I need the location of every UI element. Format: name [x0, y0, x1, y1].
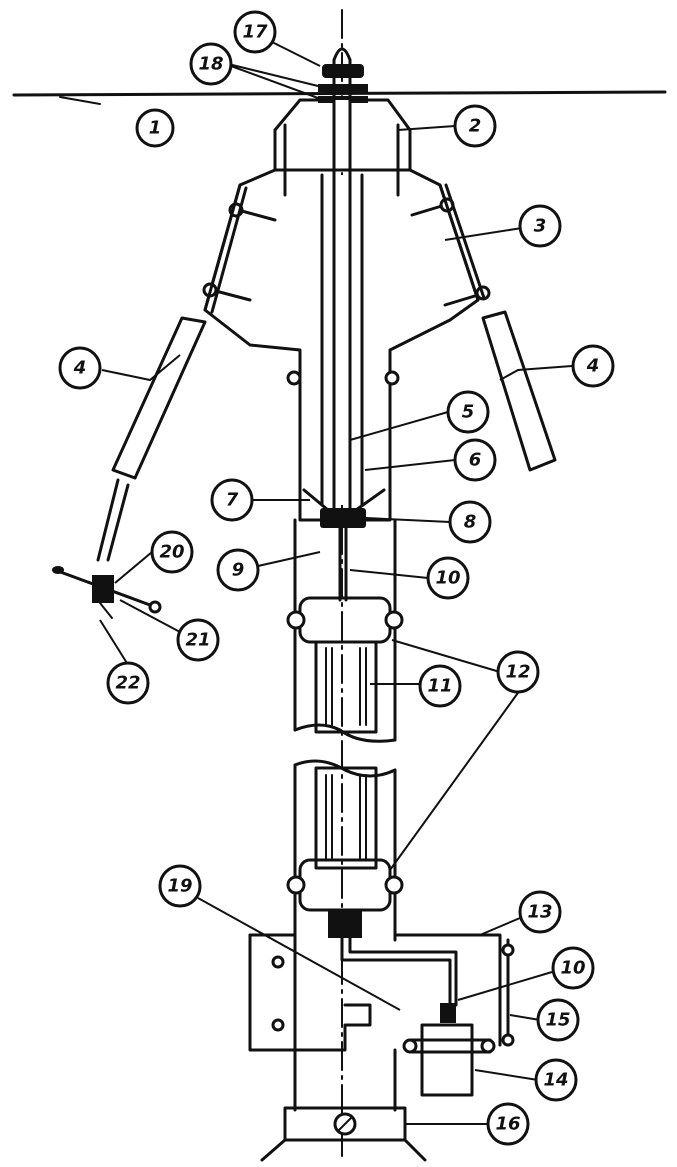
- cable-upper: [314, 640, 378, 734]
- callout-label: 3: [534, 216, 547, 237]
- callout-12: 12: [496, 650, 540, 694]
- callout-6: 6: [453, 438, 497, 482]
- callout-label: 10: [560, 958, 585, 979]
- callout-10-lower: 10: [551, 946, 595, 990]
- coupling-component: [402, 1003, 496, 1097]
- callout-19: 19: [158, 864, 202, 908]
- callout-label: 19: [167, 876, 192, 897]
- callout-label: 2: [469, 116, 482, 137]
- callout-22: 22: [106, 661, 150, 705]
- top-nut: [318, 64, 368, 103]
- callout-8: 8: [448, 500, 492, 544]
- callout-label: 8: [464, 512, 477, 533]
- spacer-lower: [286, 858, 404, 938]
- callout-label: 22: [115, 673, 140, 694]
- callout-label: 20: [159, 542, 184, 563]
- callout-7: 7: [210, 478, 254, 522]
- callout-11: 11: [418, 664, 462, 708]
- callout-2: 2: [453, 104, 497, 148]
- callout-label: 1: [149, 118, 162, 139]
- callout-label: 21: [185, 630, 210, 651]
- callout-3: 3: [518, 204, 562, 248]
- callout-label: 4: [586, 356, 600, 377]
- callout-label: 7: [226, 490, 239, 511]
- callout-label: 10: [435, 568, 460, 589]
- callout-10-upper: 10: [426, 556, 470, 600]
- callout-21: 21: [176, 618, 220, 662]
- callout-9: 9: [216, 548, 260, 592]
- callout-15: 15: [536, 998, 580, 1042]
- callout-20: 20: [150, 530, 194, 574]
- side-wire-right: [438, 183, 557, 472]
- callout-label: 15: [545, 1010, 570, 1031]
- callout-16: 16: [486, 1102, 530, 1146]
- callout-17: 17: [233, 10, 277, 54]
- callout-4-right: 4: [571, 344, 615, 388]
- callout-label: 17: [242, 22, 268, 43]
- bracket-plate: [248, 933, 515, 1052]
- callout-13: 13: [518, 890, 562, 934]
- spacer-upper: [286, 596, 404, 644]
- left-clamp: [52, 566, 162, 619]
- callout-label: 18: [198, 54, 223, 75]
- base-clamp: [260, 1048, 427, 1162]
- callout-label: 11: [427, 676, 452, 697]
- callout-5: 5: [446, 390, 490, 434]
- callout-4-left: 4: [58, 346, 102, 390]
- callout-label: 9: [232, 560, 245, 581]
- callout-label: 12: [505, 662, 530, 683]
- roof-line: [12, 90, 667, 105]
- leader-lines: [99, 35, 573, 1125]
- callout-1: 1: [135, 108, 175, 148]
- mast-tube-lower: [293, 759, 397, 1112]
- mast-tube-upper: [293, 508, 397, 743]
- callout-label: 16: [495, 1114, 520, 1135]
- callout-18: 18: [189, 42, 233, 86]
- callout-label: 4: [73, 358, 87, 379]
- callout-label: 6: [469, 450, 482, 471]
- callout-14: 14: [534, 1058, 578, 1102]
- insulator-cone: [202, 168, 491, 522]
- side-wire-left: [96, 183, 248, 562]
- callout-label: 5: [462, 402, 475, 423]
- insulator-block-top: [273, 98, 412, 197]
- callout-label: 13: [527, 902, 552, 923]
- callout-label: 14: [543, 1070, 568, 1091]
